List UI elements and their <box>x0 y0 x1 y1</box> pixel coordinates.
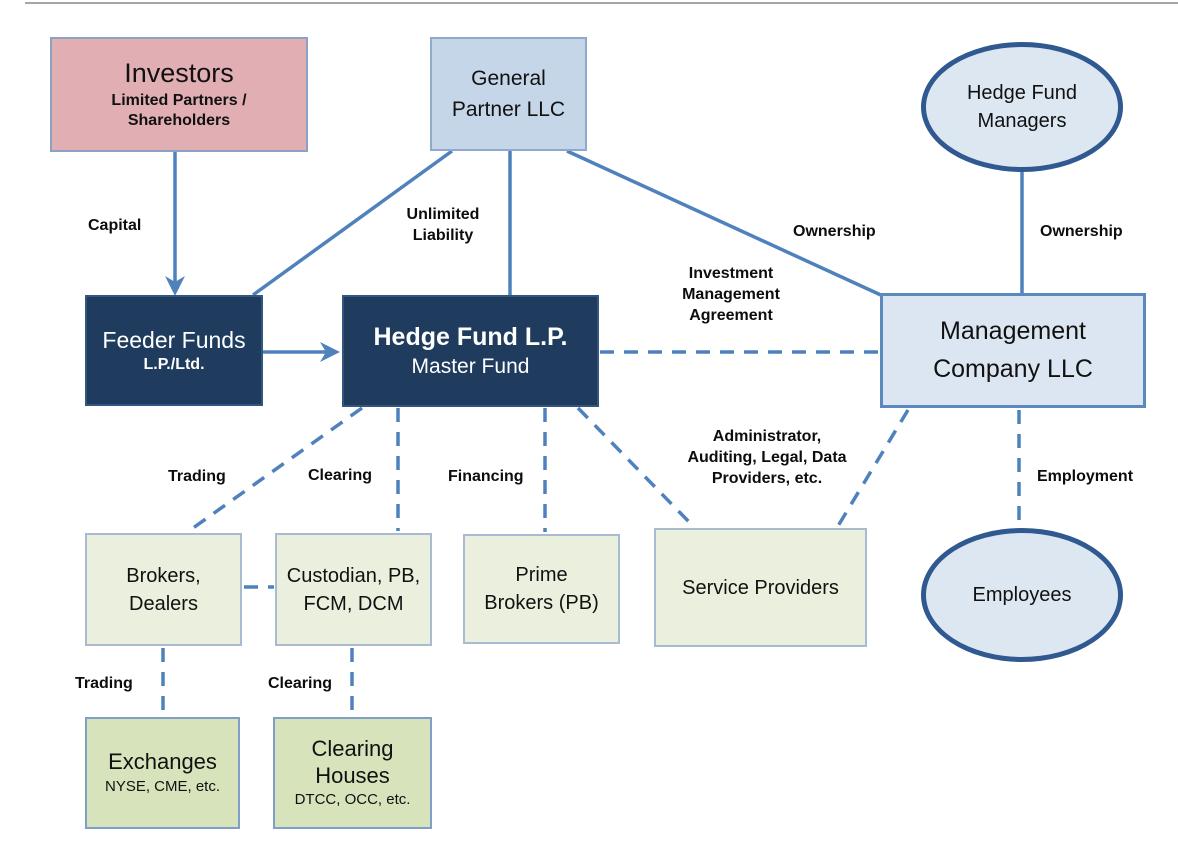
label-capital: Capital <box>88 217 142 234</box>
node-general-partner: General Partner LLC <box>430 37 587 151</box>
node-hedge-fund: Hedge Fund L.P. Master Fund <box>342 295 599 407</box>
label-trading-lower: Trading <box>75 675 133 692</box>
label-ownership-left: Ownership <box>793 223 876 240</box>
edge-gp-to-feeder <box>251 149 454 297</box>
clearing-houses-subtitle: DTCC, OCC, etc. <box>294 791 411 809</box>
management-company-title: Management Company LLC <box>933 317 1093 383</box>
edge-gp-to-mgmt <box>566 149 884 298</box>
clearing-houses-title: Clearing Houses <box>311 736 394 788</box>
label-clearing-lower: Clearing <box>268 675 333 692</box>
label-employment: Employment <box>1037 468 1134 485</box>
node-brokers-dealers: Brokers, Dealers <box>85 533 242 646</box>
label-unlimited-liability: Unlimited Liability <box>406 206 480 244</box>
node-feeder-funds: Feeder Funds L.P./Ltd. <box>85 295 263 406</box>
label-investment-management-agreement: Investment Management Agreement <box>682 265 780 324</box>
label-clearing-upper: Clearing <box>308 467 373 484</box>
general-partner-title: General Partner LLC <box>451 66 566 122</box>
investors-title: Investors <box>124 57 234 88</box>
node-investors: Investors Limited Partners / Shareholder… <box>50 37 308 152</box>
edge-hedge-to-service <box>576 406 695 528</box>
feeder-funds-subtitle: L.P./Ltd. <box>143 355 205 373</box>
node-exchanges: Exchanges NYSE, CME, etc. <box>85 717 240 829</box>
node-service-providers: Service Providers <box>654 528 867 647</box>
node-management-company: Management Company LLC <box>880 293 1146 408</box>
label-financing: Financing <box>448 468 524 485</box>
label-administrator-services: Administrator, Auditing, Legal, Data Pro… <box>687 428 847 487</box>
node-custodian: Custodian, PB, FCM, DCM <box>275 533 432 646</box>
exchanges-title: Exchanges <box>108 749 217 775</box>
arrowhead-feeder-hedge <box>320 342 340 362</box>
top-divider-line <box>25 2 1178 4</box>
hedge-fund-subtitle: Master Fund <box>411 354 530 378</box>
hedge-fund-managers-title: Hedge Fund Managers <box>966 82 1078 132</box>
edge-hedge-to-brokers <box>191 406 364 530</box>
node-clearing-houses: Clearing Houses DTCC, OCC, etc. <box>273 717 432 829</box>
prime-brokers-title: Prime Brokers (PB) <box>484 564 599 614</box>
employees-title: Employees <box>972 584 1072 606</box>
brokers-dealers-title: Brokers, Dealers <box>126 564 201 615</box>
label-trading-upper: Trading <box>168 468 226 485</box>
node-prime-brokers: Prime Brokers (PB) <box>463 534 620 644</box>
feeder-funds-title: Feeder Funds <box>102 327 246 354</box>
hedge-fund-title: Hedge Fund L.P. <box>373 323 568 352</box>
exchanges-subtitle: NYSE, CME, etc. <box>104 777 221 795</box>
investors-subtitle: Limited Partners / Shareholders <box>111 91 247 130</box>
label-ownership-right: Ownership <box>1040 223 1123 240</box>
service-providers-title: Service Providers <box>682 576 839 599</box>
node-hedge-fund-managers: Hedge Fund Managers <box>921 42 1123 172</box>
custodian-title: Custodian, PB, FCM, DCM <box>286 564 421 615</box>
node-employees: Employees <box>921 528 1123 662</box>
arrowhead-capital <box>165 276 185 296</box>
